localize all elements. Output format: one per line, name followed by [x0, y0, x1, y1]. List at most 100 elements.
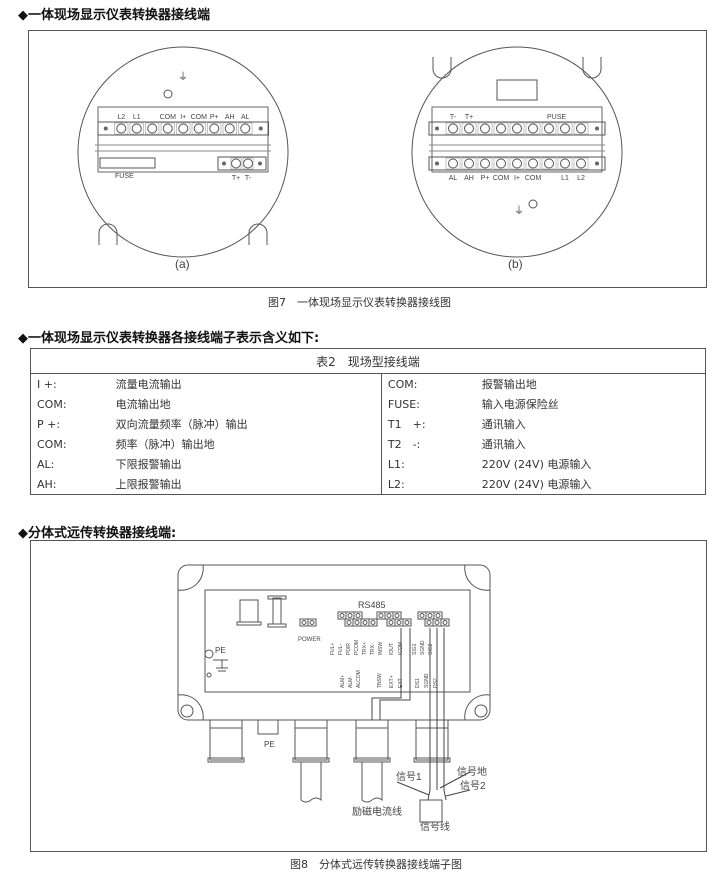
- terminal-screw-icon: [355, 613, 361, 618]
- figure7-caption: 图7 一体现场显示仪表转换器接线图: [268, 296, 451, 309]
- terminal-cell: [242, 157, 254, 170]
- cell-r-desc: 220V (24V) 电源输入: [475, 474, 706, 495]
- signal1-label: 信号1: [396, 771, 422, 783]
- figure8-caption: 图8 分体式远传转换器接线端子图: [290, 858, 462, 871]
- terminal-screw-icon: [434, 620, 440, 625]
- mounting-slot: [582, 57, 602, 79]
- cell-l-desc: 双向流量频率（脉冲）输出: [109, 414, 382, 434]
- terminal-screw-icon: [354, 620, 360, 625]
- terminal-label: COM: [525, 175, 542, 182]
- terminal-cell: [541, 157, 557, 170]
- mounting-slot: [432, 57, 452, 79]
- terminal-label: SIG2: [428, 643, 434, 655]
- terminal-label: EXT+: [389, 675, 395, 688]
- fuse-label: FUSE: [115, 173, 134, 180]
- signal-cable-label: 信号线: [420, 820, 450, 833]
- terminal-label: FUL+: [330, 643, 336, 655]
- mounting-slot: [248, 223, 268, 245]
- terminal-screw-icon: [576, 123, 586, 134]
- terminal-cell: [129, 122, 144, 135]
- terminal-screw-icon: [576, 158, 586, 169]
- terminal-screw-icon: [147, 123, 158, 134]
- terminal-cell: [445, 157, 461, 170]
- terminal-screw-icon: [512, 158, 522, 169]
- cell-l-term: P +:: [29, 414, 110, 434]
- housing-circle: [411, 46, 623, 258]
- terminal-screw-icon: [243, 158, 253, 169]
- gland-nut: [413, 757, 451, 763]
- cable: [361, 762, 383, 803]
- board-outline: [431, 106, 603, 173]
- terminal-label: L1: [561, 175, 569, 182]
- terminal-screw-icon: [448, 158, 458, 169]
- pe-terminal: [257, 719, 279, 735]
- terminal-screw-icon: [528, 123, 538, 134]
- screw-icon: [222, 161, 226, 166]
- housing-circle: [77, 46, 289, 258]
- cell-r-desc: 220V (24V) 电源输入: [475, 454, 706, 474]
- terminal-cell: [477, 157, 493, 170]
- cell-r-term: T2 -:: [387, 438, 421, 451]
- ground-icon: ⏚: [514, 205, 524, 217]
- terminal-label: AH: [225, 114, 235, 121]
- terminal-screw-icon: [528, 158, 538, 169]
- terminal-label: IOUT: [389, 643, 395, 655]
- figure7-frame: [28, 30, 707, 288]
- terminal-screw-icon: [209, 123, 220, 134]
- cell-l-term: AH:: [29, 474, 110, 495]
- cell-r-term: FUSE:: [387, 397, 420, 411]
- power-label: POWER: [298, 637, 321, 643]
- terminal-label: L2: [117, 114, 125, 121]
- terminal-label: AH: [464, 175, 474, 182]
- terminal-strip: [428, 156, 606, 171]
- terminal-label: ALM-: [348, 676, 354, 688]
- terminal-label: COM: [160, 114, 177, 121]
- terminal-label: I+: [180, 114, 186, 121]
- terminal-screw-icon: [224, 123, 235, 134]
- terminal-screw-icon: [560, 158, 570, 169]
- terminal-label: L2: [577, 175, 585, 182]
- section3-heading: ◆分体式远传转换器接线端:: [18, 526, 177, 541]
- section2-heading: ◆一体现场显示仪表转换器各接线端子表示含义如下:: [18, 331, 320, 346]
- terminal-cell: [207, 122, 222, 135]
- screw-icon: [528, 199, 538, 209]
- caption-b: (b): [508, 257, 523, 271]
- terminal-screw-icon: [388, 620, 394, 625]
- terminal-cell: [230, 157, 242, 170]
- terminal-cell: [509, 157, 525, 170]
- cable-gland: [415, 719, 449, 761]
- caption-a: (a): [175, 257, 190, 271]
- figure8-frame: [30, 540, 707, 852]
- cell-l-desc: 下限报警输出: [109, 454, 382, 474]
- screw-icon: [595, 161, 599, 166]
- terminal-label: T+: [232, 175, 240, 182]
- terminal-label: COM: [493, 175, 510, 182]
- cell-r-term: L2:: [381, 474, 476, 495]
- terminal-screw-icon: [378, 613, 384, 618]
- terminal-label: PCOM: [354, 640, 360, 655]
- signal-cable: [419, 799, 443, 823]
- terminal-cell: [368, 618, 378, 627]
- cell-r-desc: 报警输出地: [475, 373, 706, 394]
- terminal-screw-icon: [231, 158, 241, 169]
- terminal-label: INSW: [378, 642, 384, 655]
- cable-gland: [355, 719, 389, 761]
- terminal-screw-icon: [560, 123, 570, 134]
- terminal-screw-icon: [480, 158, 490, 169]
- terminal-screw-icon: [464, 123, 474, 134]
- terminal-screw-icon: [464, 158, 474, 169]
- terminal-screw-icon: [193, 123, 204, 134]
- terminal-strip: [428, 121, 606, 136]
- signal-ground-label: 信号地: [457, 765, 487, 778]
- terminal-label: L1: [133, 114, 141, 121]
- cell-r-desc: 输入电源保险丝: [475, 394, 706, 414]
- cell-r-term: L1:: [387, 457, 405, 471]
